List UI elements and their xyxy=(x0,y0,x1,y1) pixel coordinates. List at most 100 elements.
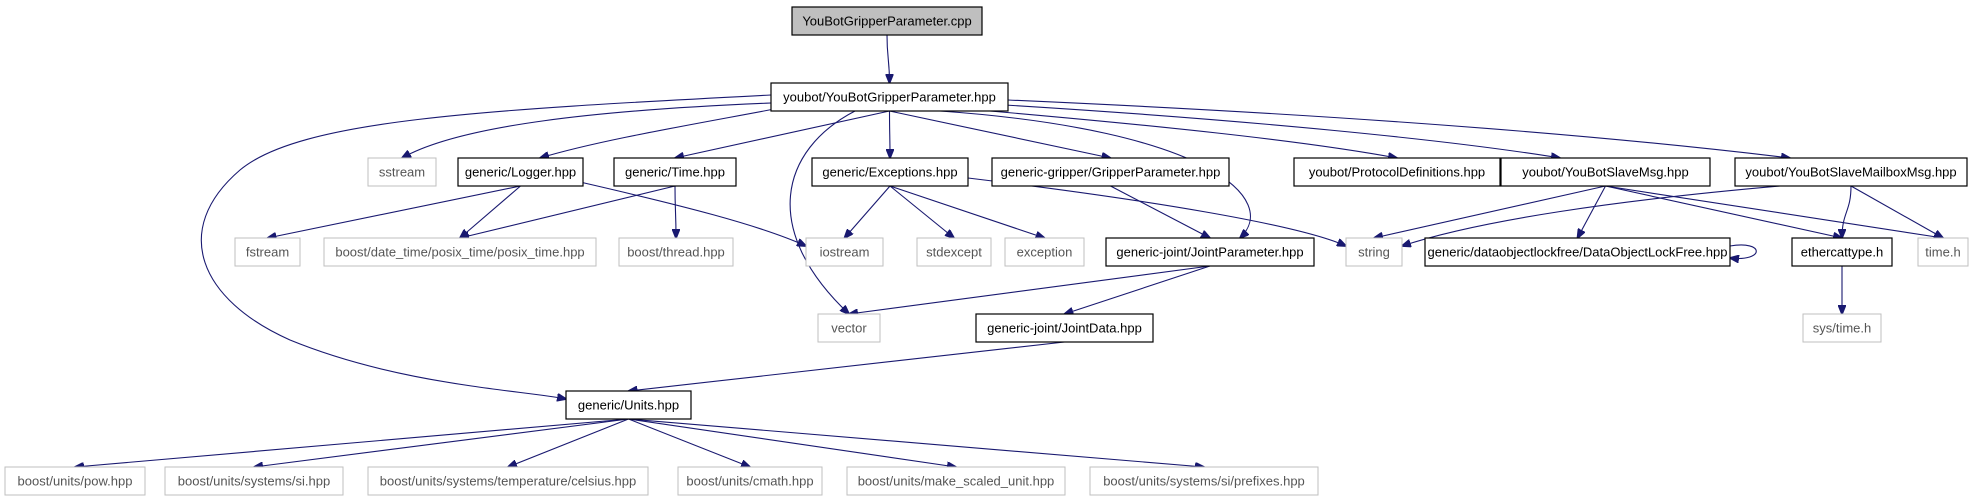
edge-exceptions-to-string xyxy=(967,177,1346,246)
node-label: stdexcept xyxy=(926,245,982,260)
edge-time_hpp-to-posix_time xyxy=(460,185,676,238)
node-label: generic/Logger.hpp xyxy=(465,165,576,180)
node-protocol[interactable]: youbot/ProtocolDefinitions.hpp xyxy=(1293,157,1501,187)
node-cmath: boost/units/cmath.hpp xyxy=(677,466,823,496)
node-units[interactable]: generic/Units.hpp xyxy=(565,390,692,420)
node-time-h: time.h xyxy=(1917,237,1969,267)
node-box xyxy=(770,82,1009,112)
node-joint-data[interactable]: generic-joint/JointData.hpp xyxy=(975,313,1154,343)
node-label: string xyxy=(1358,245,1390,260)
edge-dolf-to-dolf xyxy=(1730,244,1757,259)
node-box xyxy=(367,466,649,496)
node-label: generic/Units.hpp xyxy=(578,398,679,413)
node-label: boost/units/pow.hpp xyxy=(18,474,133,489)
node-box xyxy=(457,157,584,187)
node-mailbox-msg[interactable]: youbot/YouBotSlaveMailboxMsg.hpp xyxy=(1734,157,1968,187)
node-si: boost/units/systems/si.hpp xyxy=(164,466,344,496)
node-box xyxy=(613,157,737,187)
node-box xyxy=(1345,237,1403,267)
node-label: boost/units/make_scaled_unit.hpp xyxy=(858,474,1055,489)
node-root[interactable]: YouBotGripperParameter.cpp xyxy=(791,6,983,36)
edge-gripper_param-to-joint_param xyxy=(1110,185,1211,238)
node-celsius: boost/units/systems/temperature/celsius.… xyxy=(367,466,649,496)
node-prefixes: boost/units/systems/si/prefixes.hpp xyxy=(1089,466,1319,496)
node-vector: vector xyxy=(817,313,881,343)
node-gripper-param[interactable]: generic-gripper/GripperParameter.hpp xyxy=(991,157,1230,187)
node-label: generic/dataobjectlockfree/DataObjectLoc… xyxy=(1428,245,1728,260)
nodes-layer: YouBotGripperParameter.cpp youbot/YouBotG… xyxy=(4,6,1969,496)
edge-slave_msg-to-dolf xyxy=(1578,185,1606,238)
node-exception: exception xyxy=(1004,237,1085,267)
edge-logger-to-fstream xyxy=(268,185,521,238)
edge-gp_hpp-to-gripper_param xyxy=(889,110,1111,158)
node-iostream: iostream xyxy=(805,237,884,267)
node-label: exception xyxy=(1017,245,1073,260)
node-label: generic-joint/JointParameter.hpp xyxy=(1116,245,1303,260)
node-box xyxy=(164,466,344,496)
edge-exceptions-to-iostream xyxy=(845,185,891,238)
node-sys-time: sys/time.h xyxy=(1802,313,1882,343)
edge-slave_msg-to-string xyxy=(1374,185,1606,238)
edge-mailbox_msg-to-ethercat xyxy=(1842,185,1852,238)
node-slave-msg[interactable]: youbot/YouBotSlaveMsg.hpp xyxy=(1500,157,1711,187)
node-box xyxy=(811,157,969,187)
edge-units-to-cmath xyxy=(628,418,751,467)
edge-gp_hpp-to-exceptions xyxy=(890,110,891,158)
edge-time_hpp-to-boost_thread xyxy=(675,185,676,238)
edge-logger-to-posix_time xyxy=(460,185,521,238)
edge-joint_param-to-vector xyxy=(849,265,1211,314)
edge-gp_hpp-to-protocol xyxy=(989,110,1397,158)
edge-root-to-gp_hpp xyxy=(887,34,890,83)
edge-gp_hpp-to-vector xyxy=(789,110,856,314)
edge-mailbox_msg-to-string xyxy=(1402,185,1781,246)
node-box xyxy=(677,466,823,496)
node-box xyxy=(1424,237,1731,267)
node-label: generic-gripper/GripperParameter.hpp xyxy=(1001,165,1221,180)
edge-gp_hpp-to-slave_msg xyxy=(1004,104,1560,158)
node-sstream: sstream xyxy=(367,157,437,187)
node-box xyxy=(367,157,437,187)
node-gp-hpp[interactable]: youbot/YouBotGripperParameter.hpp xyxy=(770,82,1009,112)
node-posix-time: boost/date_time/posix_time/posix_time.hp… xyxy=(323,237,597,267)
node-box xyxy=(1734,157,1968,187)
node-label: boost/units/systems/temperature/celsius.… xyxy=(380,474,637,489)
edge-gp_hpp-to-mailbox_msg xyxy=(1007,99,1790,158)
node-box xyxy=(1917,237,1969,267)
node-box xyxy=(4,466,146,496)
node-box xyxy=(805,237,884,267)
node-box xyxy=(1500,157,1711,187)
edge-units-to-scaled xyxy=(628,418,957,467)
node-label: boost/units/cmath.hpp xyxy=(686,474,813,489)
node-logger[interactable]: generic/Logger.hpp xyxy=(457,157,584,187)
node-label: youbot/ProtocolDefinitions.hpp xyxy=(1309,165,1485,180)
node-label: YouBotGripperParameter.cpp xyxy=(802,14,971,29)
node-label: generic-joint/JointData.hpp xyxy=(987,321,1142,336)
edge-units-to-pow xyxy=(75,418,629,467)
edge-gp_hpp-to-time_hpp xyxy=(675,110,890,158)
edge-units-to-si xyxy=(254,418,629,467)
node-dolf[interactable]: generic/dataobjectlockfree/DataObjectLoc… xyxy=(1424,237,1731,267)
node-label: iostream xyxy=(820,245,870,260)
node-string: string xyxy=(1345,237,1403,267)
node-label: ethercattype.h xyxy=(1801,245,1883,260)
node-box xyxy=(1802,313,1882,343)
node-label: time.h xyxy=(1925,245,1960,260)
node-box xyxy=(1089,466,1319,496)
node-fstream: fstream xyxy=(234,237,301,267)
node-label: youbot/YouBotSlaveMsg.hpp xyxy=(1522,165,1688,180)
node-joint-param[interactable]: generic-joint/JointParameter.hpp xyxy=(1105,237,1315,267)
node-box xyxy=(234,237,301,267)
node-label: boost/thread.hpp xyxy=(627,245,725,260)
edge-slave_msg-to-ethercat xyxy=(1605,185,1843,238)
node-ethercat[interactable]: ethercattype.h xyxy=(1791,237,1893,267)
node-exceptions[interactable]: generic/Exceptions.hpp xyxy=(811,157,969,187)
node-label: generic/Time.hpp xyxy=(625,165,725,180)
node-box xyxy=(991,157,1230,187)
node-label: fstream xyxy=(246,245,289,260)
node-time-hpp[interactable]: generic/Time.hpp xyxy=(613,157,737,187)
node-label: youbot/YouBotSlaveMailboxMsg.hpp xyxy=(1745,165,1956,180)
node-box xyxy=(817,313,881,343)
edge-joint_param-to-joint_data xyxy=(1065,265,1211,314)
node-stdexcept: stdexcept xyxy=(916,237,992,267)
